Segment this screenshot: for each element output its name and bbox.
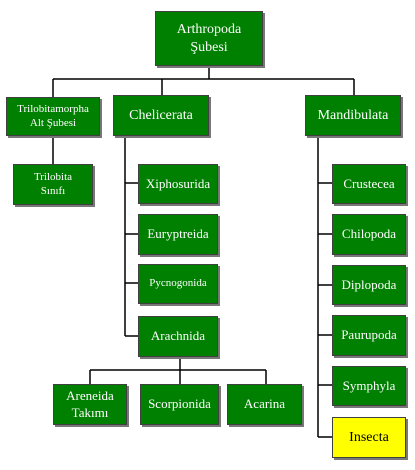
node-label-line: Diplopoda (341, 276, 397, 292)
node-label-line: Euryptreida (147, 226, 209, 242)
node-diplopoda: Diplopoda (332, 265, 406, 305)
node-eurypterida: Euryptreida (138, 214, 218, 255)
node-label-line: Alt Şubesi (29, 116, 77, 129)
node-label-line: Chelicerata (129, 107, 193, 123)
node-arachnida: Arachnida (138, 316, 218, 357)
node-pauropoda: Paurupoda (332, 315, 406, 356)
node-label-line: Pycnogonida (149, 277, 207, 290)
node-label-line: Takımı (71, 404, 109, 420)
node-label-line: Chilopoda (341, 226, 397, 242)
node-pycnogonida: Pycnogonida (138, 264, 218, 304)
node-label-line: Scorpionida (148, 396, 211, 412)
node-label-line: Crustecea (343, 175, 395, 191)
node-insecta: Insecta (332, 417, 406, 458)
node-acarina: Acarina (227, 384, 302, 425)
node-label-line: Xiphosurida (145, 175, 211, 191)
node-label-line: Trilobita (33, 170, 73, 183)
node-label-line: Symphyla (342, 377, 396, 393)
node-symphyla: Symphyla (332, 366, 406, 406)
node-mandibulata: Mandibulata (305, 95, 401, 136)
node-label-line: Paurupoda (341, 327, 397, 343)
node-label-line: Arthropoda (176, 22, 242, 37)
node-crustacea: Crustecea (332, 164, 406, 204)
node-xiphosurida: Xiphosurida (138, 164, 218, 204)
node-label-line: Arachnida (150, 328, 206, 344)
node-label-line: Insecta (349, 429, 389, 445)
node-label-line: Trilobitamorpha (17, 102, 89, 115)
node-label-line: Şubesi (190, 39, 228, 55)
node-label-line: Acarina (243, 396, 286, 412)
node-chilopoda: Chilopoda (332, 214, 406, 255)
node-label-line: Mandibulata (317, 107, 389, 123)
node-label-line: Areneida (66, 388, 114, 404)
node-chelicerata: Chelicerata (113, 95, 209, 136)
node-scorpionida: Scorpionida (140, 384, 219, 425)
node-label-line: Sınıfı (40, 184, 66, 197)
